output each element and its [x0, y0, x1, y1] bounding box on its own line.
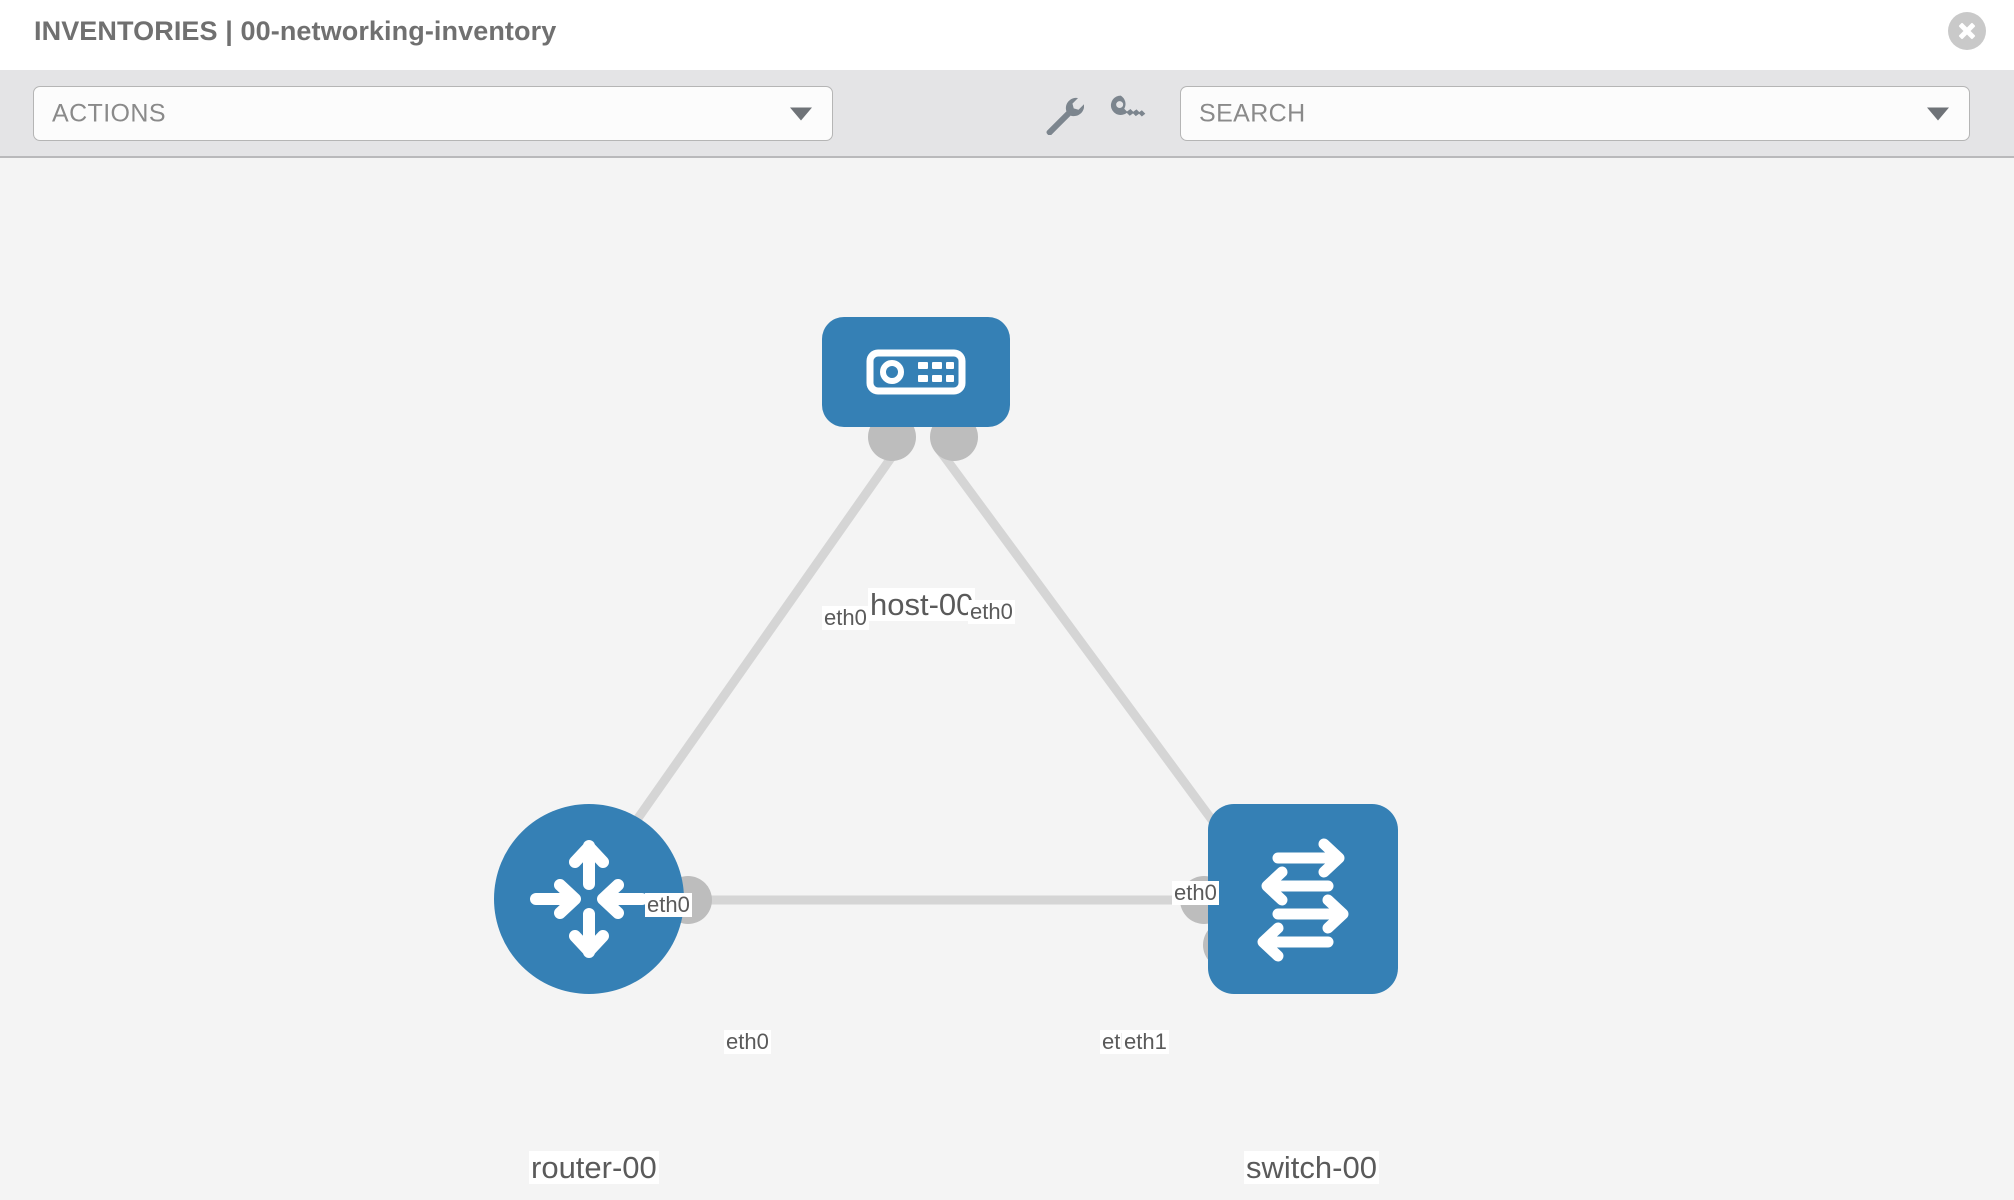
- interface-label-host-left: eth0: [822, 605, 869, 630]
- wrench-icon[interactable]: [1040, 91, 1084, 135]
- key-icon[interactable]: [1107, 91, 1151, 135]
- host-node-shape[interactable]: [822, 317, 1010, 427]
- router-arrows-icon: [530, 840, 648, 958]
- interface-label-switch-up: eth0: [1172, 880, 1219, 905]
- node-label-switch-00: switch-00: [1244, 1150, 1379, 1185]
- server-icon: [866, 349, 966, 395]
- topology-canvas[interactable]: eth0 host-00 eth0 eth0 eth0 eth0 eth eth…: [0, 158, 2014, 1200]
- chevron-down-icon[interactable]: [1927, 107, 1949, 120]
- node-label-host-00: host-00: [868, 587, 976, 622]
- router-node-shape[interactable]: [494, 804, 684, 994]
- interface-label-host-right: eth0: [968, 599, 1015, 624]
- link-host-switch: [934, 445, 1244, 861]
- toolbar: ACTIONS SEARCH: [0, 70, 2014, 158]
- node-label-router-00: router-00: [529, 1150, 659, 1185]
- link-host-router: [606, 445, 902, 861]
- actions-dropdown-label: ACTIONS: [52, 99, 166, 127]
- switch-arrows-icon: [1257, 838, 1349, 962]
- actions-dropdown[interactable]: ACTIONS: [33, 86, 833, 141]
- close-icon[interactable]: [1948, 12, 1986, 50]
- interface-label-switch-left-b: eth1: [1122, 1029, 1169, 1054]
- topology-links: [606, 445, 1244, 905]
- page-title: INVENTORIES | 00-networking-inventory: [34, 16, 557, 46]
- switch-node-shape[interactable]: [1208, 804, 1398, 994]
- page-header: INVENTORIES | 00-networking-inventory: [0, 0, 2014, 70]
- search-input[interactable]: SEARCH: [1180, 86, 1970, 141]
- interface-label-router-up: eth0: [645, 892, 692, 917]
- interface-label-router-right: eth0: [724, 1029, 771, 1054]
- chevron-down-icon: [790, 107, 812, 120]
- search-placeholder: SEARCH: [1199, 99, 1306, 127]
